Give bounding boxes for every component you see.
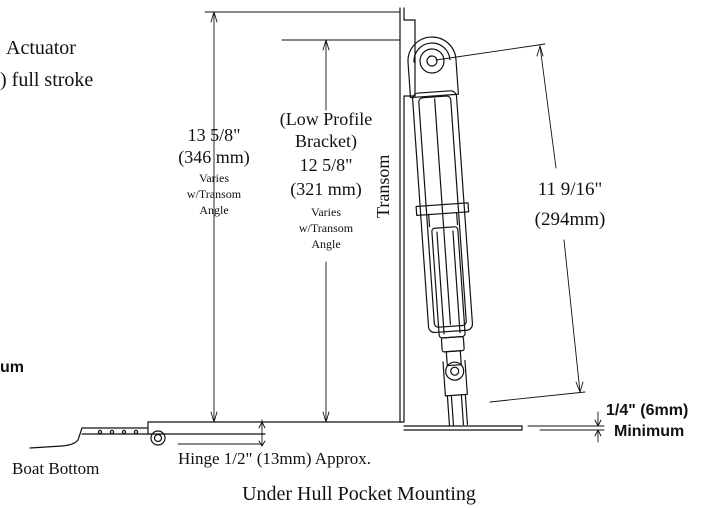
transom-label: Transom (373, 154, 393, 218)
low-profile-height-imperial: 12 5/8" (299, 155, 353, 175)
dimension-hinge (177, 419, 266, 447)
clearance-value: 1/4" (6mm) (606, 402, 689, 419)
hull-bottom (29, 421, 405, 449)
dimension-standard-height (204, 11, 401, 423)
stroke-length-imperial: 11 9/16" (537, 179, 603, 200)
dimension-low-profile-height (281, 39, 401, 423)
trim-tab-plate (403, 425, 523, 431)
clearance-qualifier: Minimum (614, 423, 685, 440)
dimension-clearance (527, 411, 605, 443)
standard-height-note-3: Angle (199, 203, 229, 217)
low-profile-note-2: w/Transom (298, 221, 354, 235)
standard-height-note-1: Varies (199, 171, 229, 185)
standard-height-metric: (346 mm) (178, 147, 250, 167)
low-profile-bracket-line2: Bracket) (295, 131, 357, 151)
diagram-caption: Under Hull Pocket Mounting (242, 483, 476, 505)
low-profile-note-3: Angle (311, 237, 341, 251)
standard-height-imperial: 13 5/8" (187, 125, 241, 145)
low-profile-height-metric: (321 mm) (290, 179, 362, 199)
low-profile-bracket-line1: (Low Profile (279, 109, 373, 129)
boat-bottom-label: Boat Bottom (12, 459, 100, 478)
hinge-label: Hinge 1/2" (13mm) Approx. (178, 449, 371, 468)
hinge (97, 429, 166, 446)
actuator (407, 36, 474, 427)
standard-height-note-2: w/Transom (186, 187, 242, 201)
left-cut-label: um (0, 359, 24, 376)
transom-wall (399, 7, 416, 423)
low-profile-note-1: Varies (311, 205, 341, 219)
dimension-stroke-length (435, 43, 586, 403)
actuator-note-line2: ) full stroke (0, 69, 94, 91)
actuator-note-line1: Actuator (6, 37, 76, 59)
stroke-length-metric: (294mm) (534, 209, 606, 230)
